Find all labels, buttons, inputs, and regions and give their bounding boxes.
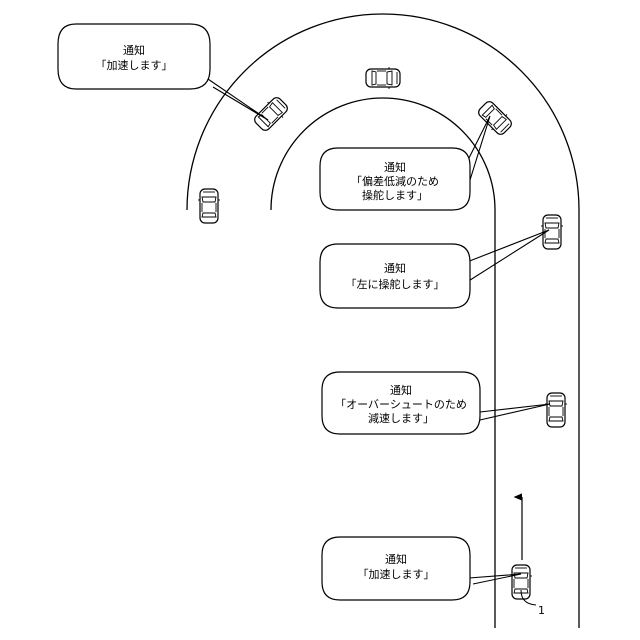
reference-label: 1 (538, 604, 545, 617)
notification-5-line-2: 「加速します」 (358, 568, 435, 581)
notification-4-line-2: 「オーバーシュートのため (335, 398, 467, 411)
car-left-outer (198, 189, 220, 223)
notification-5-line-1: 通知 (385, 552, 407, 566)
car-top-center (366, 67, 400, 89)
notification-2-line-3: 操舵します」 (362, 188, 428, 202)
notification-2-line-2: 「偏差低減のため (351, 174, 439, 188)
car-top-right-arc (475, 98, 515, 138)
notification-1-line-2: 「加速します」 (96, 59, 173, 72)
car-right-middle (545, 393, 567, 427)
notification-1-line-1: 通知 (123, 43, 145, 57)
notification-3-line-1: 通知 (384, 261, 406, 275)
notification-2-line-1: 通知 (384, 160, 406, 174)
notification-4-line-1: 通知 (390, 383, 412, 397)
notification-3-line-2: 「左に操舵します」 (346, 277, 445, 291)
notification-4-line-3: 減速します」 (368, 411, 434, 425)
notification-bubble-3 (320, 244, 470, 308)
